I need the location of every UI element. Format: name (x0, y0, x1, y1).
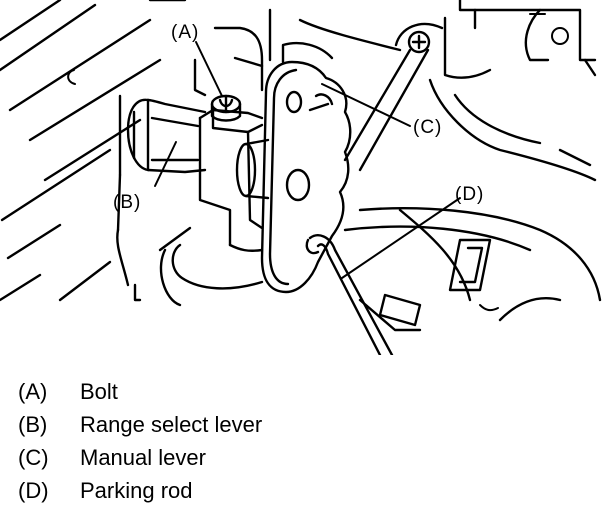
case-right (298, 0, 602, 302)
legend-key: (B) (18, 412, 48, 437)
legend-item: (C) Manual lever (18, 444, 262, 477)
legend-desc: Bolt (80, 379, 118, 404)
transmission-case (193, 8, 334, 97)
legend-desc: Range select lever (80, 412, 263, 437)
diagram-illustration: (A) (B) (C) (D) (0, 0, 602, 355)
casting-marks (67, 13, 569, 312)
housing-ribs (0, 0, 192, 302)
manual-lever-plate (260, 60, 352, 294)
detent-plate (358, 238, 562, 332)
lever-block (159, 108, 264, 307)
callout-d: (D) (455, 184, 484, 205)
legend-key: (D) (18, 478, 49, 503)
callout-c: (C) (413, 117, 442, 138)
bolt (210, 94, 242, 122)
screw (407, 30, 431, 54)
legend: (A) Bolt (B) Range select lever (C) Manu… (18, 378, 262, 510)
legend-desc: Manual lever (80, 445, 206, 470)
legend-item: (A) Bolt (18, 378, 262, 411)
legend-item: (B) Range select lever (18, 411, 262, 444)
legend-desc: Parking rod (80, 478, 193, 503)
legend-item: (D) Parking rod (18, 477, 262, 510)
callout-a: (A) (171, 22, 199, 43)
linkage-arm (343, 22, 444, 172)
callout-b: (B) (113, 192, 141, 213)
legend-key: (A) (18, 379, 48, 404)
parking-rod (305, 234, 394, 355)
range-select-lever (116, 94, 207, 302)
leader-lines (154, 41, 461, 279)
legend-key: (C) (18, 445, 49, 470)
